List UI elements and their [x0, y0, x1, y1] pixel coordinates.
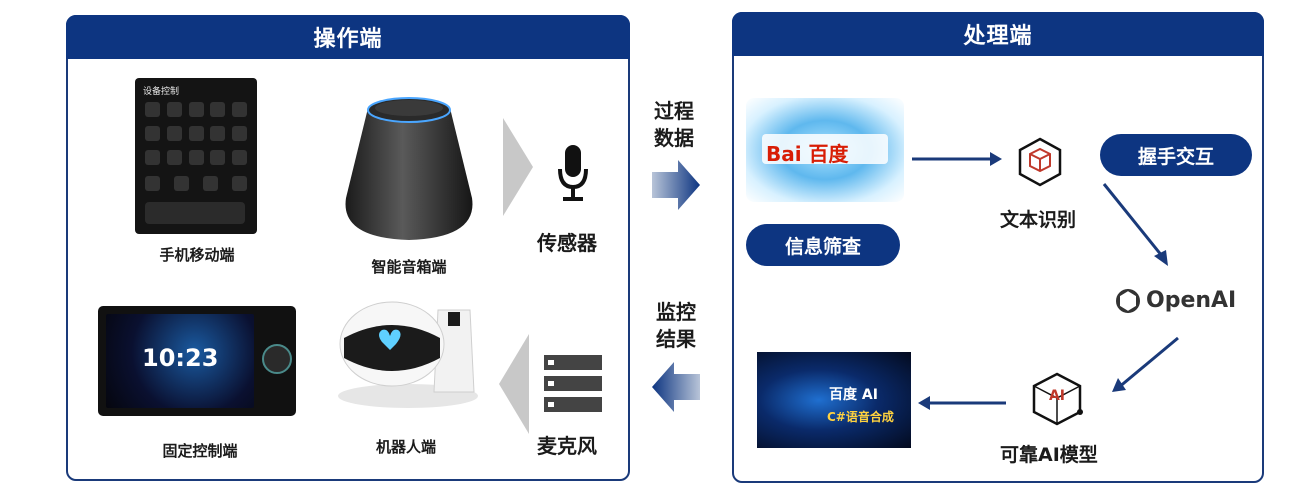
sensor-label: 传感器: [537, 231, 597, 255]
speaker-label: 智能音箱端: [371, 258, 447, 276]
clock-time-text: 10:23: [142, 344, 219, 372]
ai-cube-text: AI: [1048, 388, 1066, 404]
right-flow-arrow: [652, 160, 700, 210]
process-data-text: 过程 数据: [654, 99, 694, 150]
gray-chevron-top: [503, 118, 533, 216]
left-flow-arrow: [652, 362, 700, 412]
info-filter-pill: 信息筛查: [746, 224, 900, 266]
server-icon: [544, 355, 602, 412]
microphone-label: 麦克风: [537, 434, 597, 458]
tts-sub-text: C#语音合成: [827, 410, 894, 424]
text-recognition-label: 文本识别: [1000, 209, 1077, 231]
phone-label: 手机移动端: [159, 246, 235, 264]
tts-title-text: 百度 AI: [829, 387, 878, 403]
robot-image: [338, 301, 478, 408]
processing-panel-title: 处理端: [732, 12, 1264, 56]
monitor-result-text: 监控 结果: [656, 300, 696, 351]
fixed-control-label: 固定控制端: [162, 442, 238, 460]
baidu-logo-text: Bai 百度: [766, 142, 849, 166]
reliable-ai-model-label: 可靠AI模型: [1000, 444, 1098, 466]
tts-brain-image: 百度 AI C#语音合成: [757, 352, 911, 448]
arrow-to-ai-model: [1112, 336, 1179, 392]
microphone-icon: [558, 145, 588, 201]
cube-icon: [1018, 137, 1062, 187]
arrow-to-openai: [1102, 183, 1168, 266]
arrow-to-tts: [918, 396, 1006, 410]
smart-speaker-image: [345, 97, 473, 240]
openai-logo-icon: [1116, 288, 1140, 314]
ai-cube-icon: [1032, 372, 1083, 426]
tablet-device-image: 10:23: [98, 306, 296, 416]
openai-label: OpenAI: [1146, 288, 1237, 313]
phone-screen-title: 设备控制: [143, 87, 180, 97]
phone-device-image: 设备控制: [135, 78, 257, 234]
operation-panel-title: 操作端: [66, 15, 630, 59]
baidu-brain-image: Bai 百度: [746, 98, 904, 202]
handshake-pill: 握手交互: [1100, 134, 1252, 176]
arrow-baidu-to-text: [912, 152, 1002, 166]
robot-label: 机器人端: [375, 438, 436, 456]
gray-chevron-bottom: [499, 334, 529, 434]
